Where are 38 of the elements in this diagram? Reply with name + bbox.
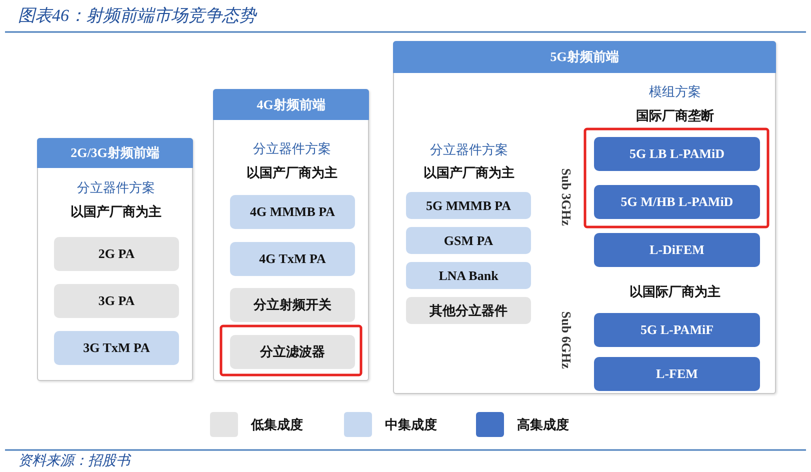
section-note: 以国产厂商为主 (246, 164, 338, 182)
panel-header: 5G射频前端 (393, 41, 776, 73)
panel-header: 4G射频前端 (213, 89, 369, 120)
component-box: 其他分立器件 (406, 297, 531, 324)
panel-card (393, 41, 776, 394)
component-box: 2G PA (54, 237, 179, 271)
component-box: 3G PA (54, 284, 179, 318)
component-box: 分立滤波器 (230, 335, 355, 369)
section-heading: 分立器件方案 (252, 140, 332, 158)
section-heading: 模组方案 (648, 83, 702, 101)
component-box: 4G MMMB PA (230, 195, 355, 229)
panel-card (213, 89, 369, 381)
component-box: 5G L-PAMiF (594, 313, 760, 347)
section-note: 国际厂商垄断 (635, 107, 715, 125)
legend-label: 中集成度 (385, 416, 437, 434)
section-note: 以国产厂商为主 (70, 203, 162, 221)
panel-card (37, 138, 193, 381)
legend-label: 高集成度 (517, 416, 569, 434)
band-label: Sub 6GHz (558, 311, 574, 369)
title: 图表46：射频前端市场竞争态势 (18, 5, 256, 27)
component-box: 5G LB L-PAMiD (594, 137, 760, 171)
component-box: 分立射频开关 (230, 288, 355, 322)
legend-label: 低集成度 (251, 416, 303, 434)
component-box: 5G MMMB PA (406, 192, 531, 219)
section-note: 以国产厂商为主 (422, 164, 516, 182)
section-note: 以国际厂商为主 (628, 283, 722, 301)
component-box: L-FEM (594, 357, 760, 391)
panel-header: 2G/3G射频前端 (37, 138, 193, 168)
component-box: L-DiFEM (594, 233, 760, 267)
component-box: 3G TxM PA (54, 331, 179, 365)
component-box: GSM PA (406, 227, 531, 254)
caption: 资料来源：招股书 (18, 452, 130, 470)
section-heading: 分立器件方案 (429, 141, 509, 159)
component-box: 5G M/HB L-PAMiD (594, 185, 760, 219)
component-box: LNA Bank (406, 262, 531, 289)
section-heading: 分立器件方案 (76, 179, 156, 197)
band-label: Sub 3GHz (558, 168, 574, 226)
component-box: 4G TxM PA (230, 242, 355, 276)
